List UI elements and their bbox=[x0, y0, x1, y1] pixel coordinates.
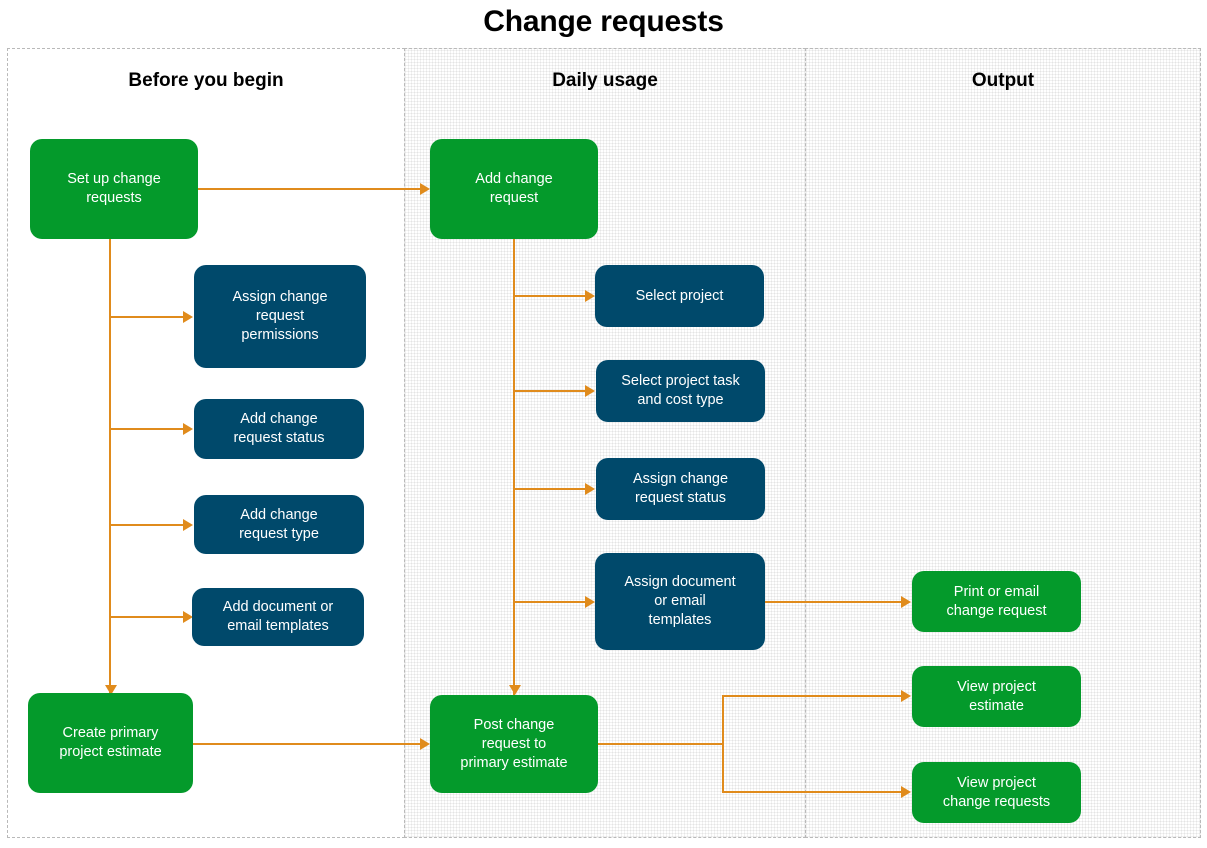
swimlane-title-daily-usage: Daily usage bbox=[552, 70, 658, 91]
arrowhead-create-estimate-to-post-change-request bbox=[420, 738, 430, 750]
connector-junction-to-view-estimate bbox=[722, 695, 904, 697]
node-print-or-email-change-request[interactable]: Print or email change request bbox=[912, 571, 1081, 632]
node-add-change-request[interactable]: Add change request bbox=[430, 139, 598, 239]
arrowhead-junction-to-view-change-requests bbox=[901, 786, 911, 798]
node-add-document-or-email-templates[interactable]: Add document or email templates bbox=[192, 588, 364, 646]
connector-junction-to-view-change-requests bbox=[722, 791, 904, 793]
arrowhead-add-cr-to-assign-doc-templates bbox=[585, 596, 595, 608]
node-create-primary-project-estimate[interactable]: Create primary project estimate bbox=[28, 693, 193, 793]
node-assign-change-request-permissions[interactable]: Assign change request permissions bbox=[194, 265, 366, 368]
connector-setup-to-add-cr-type bbox=[109, 524, 185, 526]
arrowhead-assign-doc-to-print-email bbox=[901, 596, 911, 608]
node-view-project-change-requests[interactable]: View project change requests bbox=[912, 762, 1081, 823]
swimlane-title-before-you-begin: Before you begin bbox=[128, 70, 284, 91]
node-select-project[interactable]: Select project bbox=[595, 265, 764, 327]
node-view-project-estimate[interactable]: View project estimate bbox=[912, 666, 1081, 727]
arrowhead-setup-to-add-cr-type bbox=[183, 519, 193, 531]
node-set-up-change-requests[interactable]: Set up change requests bbox=[30, 139, 198, 239]
connector-add-cr-to-assign-status bbox=[513, 488, 587, 490]
arrowhead-setup-to-add-cr-status bbox=[183, 423, 193, 435]
node-assign-document-or-email-templates[interactable]: Assign document or email templates bbox=[595, 553, 765, 650]
connector-add-cr-to-select-project bbox=[513, 295, 587, 297]
node-select-project-task-and-cost-type[interactable]: Select project task and cost type bbox=[596, 360, 765, 422]
arrowhead-add-change-request-to-post bbox=[509, 685, 521, 695]
connector-setup-trunk bbox=[109, 239, 111, 695]
connector-setup-to-add-doc-templates bbox=[109, 616, 185, 618]
connector-assign-doc-to-print-email bbox=[764, 601, 904, 603]
connector-post-to-junction bbox=[598, 743, 724, 745]
arrowhead-setup-to-add-change-request bbox=[420, 183, 430, 195]
arrowhead-junction-to-view-estimate bbox=[901, 690, 911, 702]
connector-add-cr-to-select-task-cost bbox=[513, 390, 587, 392]
node-add-change-request-status[interactable]: Add change request status bbox=[194, 399, 364, 459]
arrowhead-add-cr-to-assign-status bbox=[585, 483, 595, 495]
connector-setup-to-add-cr-status bbox=[109, 428, 185, 430]
connector-setup-to-assign-permissions bbox=[109, 316, 185, 318]
arrowhead-setup-to-add-doc-templates bbox=[183, 611, 193, 623]
arrowhead-setup-to-create-primary-estimate bbox=[105, 685, 117, 695]
arrowhead-add-cr-to-select-project bbox=[585, 290, 595, 302]
node-assign-change-request-status[interactable]: Assign change request status bbox=[596, 458, 765, 520]
node-add-change-request-type[interactable]: Add change request type bbox=[194, 495, 364, 554]
swimlane-title-output: Output bbox=[971, 70, 1035, 91]
arrowhead-add-cr-to-select-task-cost bbox=[585, 385, 595, 397]
connector-add-cr-to-assign-doc-templates bbox=[513, 601, 587, 603]
connector-create-estimate-to-post-change-request bbox=[193, 743, 422, 745]
page-title: Change requests bbox=[483, 5, 724, 38]
arrowhead-setup-to-assign-permissions bbox=[183, 311, 193, 323]
connector-add-change-request-trunk bbox=[513, 239, 515, 695]
connector-setup-to-add-change-request bbox=[198, 188, 422, 190]
connector-junction-vertical bbox=[722, 695, 724, 793]
node-post-change-request-to-primary-estimate[interactable]: Post change request to primary estimate bbox=[430, 695, 598, 793]
